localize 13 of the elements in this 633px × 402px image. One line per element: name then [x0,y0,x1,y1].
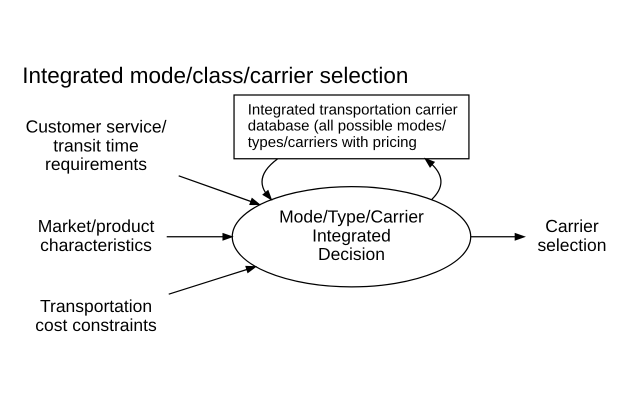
node-text: Carrier selection [537,216,606,254]
node-text: Transportation cost constraints [35,296,157,334]
arrow [470,232,526,240]
arrow [168,265,258,294]
node-text: Customer service/ transit time requirements [26,116,166,174]
node-box: Integrated transportation carrier database (all possible modes/ types/carriers with pricing [233,94,470,159]
arrow [178,174,262,205]
node-ellipse: Mode/Type/Carrier Integrated Decision [232,186,472,288]
node-text: Market/product characteristics [38,216,154,254]
arrow [424,157,442,200]
arrow [261,158,278,200]
diagram-title: Integrated mode/class/carrier selection [22,62,408,88]
arrow [166,232,234,240]
